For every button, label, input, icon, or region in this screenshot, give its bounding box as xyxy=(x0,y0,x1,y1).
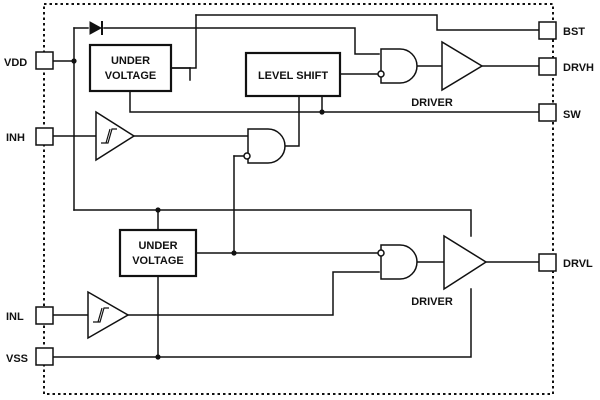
chip-boundary xyxy=(43,3,554,395)
pin-sw-label: SW xyxy=(563,109,581,121)
pin-sw: SW xyxy=(538,103,581,122)
driver-low-icon xyxy=(443,234,488,291)
uvlo-high-line1: UNDER xyxy=(111,55,150,67)
uvlo-low-line1: UNDER xyxy=(138,240,177,252)
undervoltage-high-block: UNDER VOLTAGE xyxy=(88,43,173,93)
nand-gate-icon xyxy=(243,128,286,164)
and-gate-high-icon xyxy=(377,48,418,84)
pin-inl-label: INL xyxy=(6,311,24,323)
uvlo-low-line2: VOLTAGE xyxy=(132,255,184,267)
pin-inh-label: INH xyxy=(6,132,25,144)
driver-high-label: DRIVER xyxy=(411,97,453,109)
pin-inl-box xyxy=(35,306,54,325)
level-shift-block: LEVEL SHIFT xyxy=(244,51,342,98)
undervoltage-low-block: UNDER VOLTAGE xyxy=(118,228,198,278)
pin-vdd-label: VDD xyxy=(4,57,27,69)
wiring xyxy=(52,14,540,358)
pin-drvh-box xyxy=(538,57,557,76)
driver-high-icon xyxy=(441,40,484,92)
pin-drvl: DRVL xyxy=(538,253,593,272)
bootstrap-diode-icon xyxy=(89,21,103,35)
pin-sw-box xyxy=(538,103,557,122)
pin-vss-box xyxy=(35,347,54,366)
pin-bst-label: BST xyxy=(563,26,585,38)
junction-dots xyxy=(71,58,325,360)
level-shift-label: LEVEL SHIFT xyxy=(258,70,328,82)
pin-drvl-label: DRVL xyxy=(563,258,593,270)
pin-bst: BST xyxy=(538,21,585,40)
pin-inl: INL xyxy=(6,306,54,325)
pin-vss: VSS xyxy=(6,347,54,366)
pin-bst-box xyxy=(538,21,557,40)
pin-drvh: DRVH xyxy=(538,57,594,76)
pin-vdd-box xyxy=(35,51,54,70)
pin-inh-box xyxy=(35,127,54,146)
driver-low-label: DRIVER xyxy=(411,296,453,308)
uvlo-high-line2: VOLTAGE xyxy=(105,70,157,82)
pin-vss-label: VSS xyxy=(6,353,28,365)
schmitt-trigger-high-icon xyxy=(95,110,136,162)
schmitt-trigger-low-icon xyxy=(87,290,130,340)
and-gate-low-icon xyxy=(377,244,418,280)
pin-inh: INH xyxy=(6,127,54,146)
pin-drvh-label: DRVH xyxy=(563,62,594,74)
pin-drvl-box xyxy=(538,253,557,272)
pin-vdd: VDD xyxy=(4,51,54,70)
